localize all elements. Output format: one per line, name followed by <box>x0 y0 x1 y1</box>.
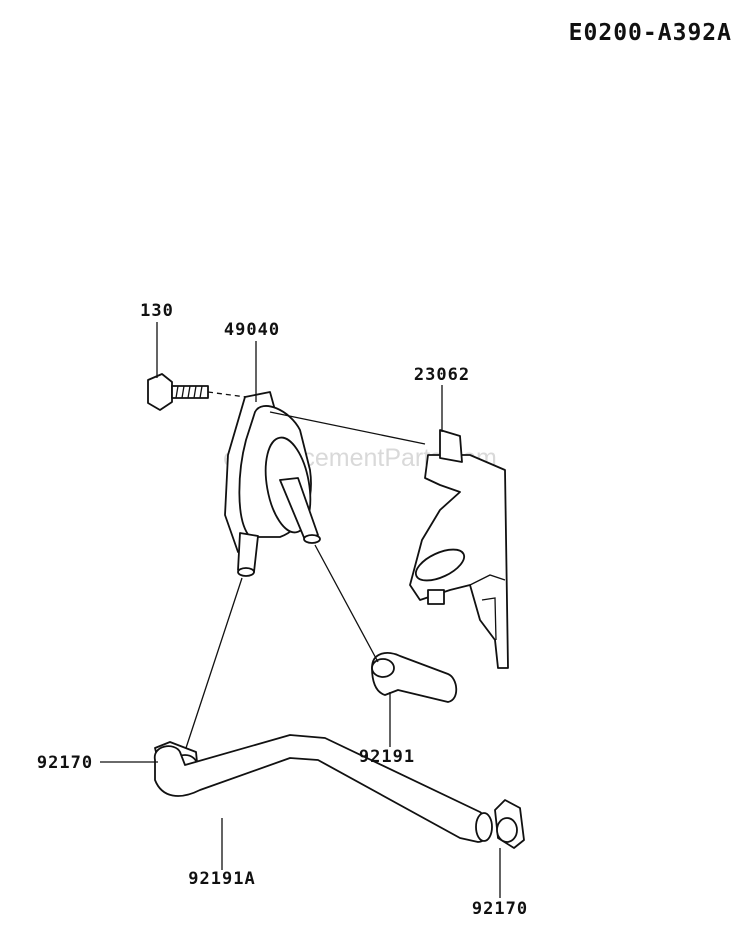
bolt-part <box>147 373 209 411</box>
callout-92170-left: 92170 <box>37 753 93 773</box>
fuel-pump-part <box>224 391 321 577</box>
right-clamp-part <box>494 799 525 849</box>
diagram-code: E0200-A392A <box>569 20 732 46</box>
long-hose-part <box>154 734 493 843</box>
bracket-part <box>409 429 509 669</box>
callout-130: 130 <box>140 301 174 321</box>
align-pump-shorthose <box>314 544 379 663</box>
callout-49040: 49040 <box>224 320 280 340</box>
callout-23062: 23062 <box>414 365 470 385</box>
align-bolt-pump <box>207 391 247 398</box>
align-pump-bracket <box>269 411 426 445</box>
align-pump-lefthose <box>185 577 243 749</box>
callout-92191A: 92191A <box>188 869 255 889</box>
callout-92191: 92191 <box>359 747 415 767</box>
callout-92170-right: 92170 <box>472 899 528 919</box>
short-hose-part <box>371 652 458 703</box>
